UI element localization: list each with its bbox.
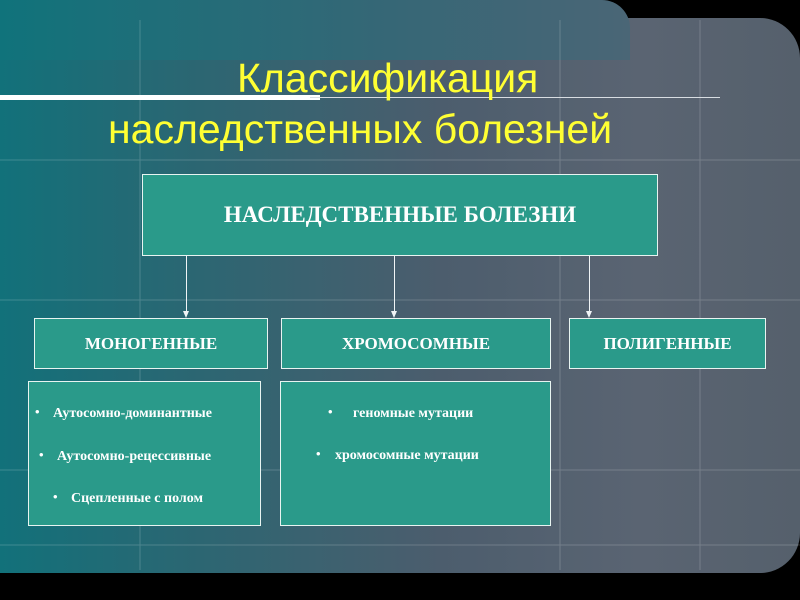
category-polygenic: ПОЛИГЕННЫЕ bbox=[569, 318, 766, 369]
bullet: • bbox=[39, 447, 44, 462]
bullet: • bbox=[35, 404, 40, 419]
slide-background-tab bbox=[0, 0, 630, 60]
bullet: • bbox=[328, 404, 333, 419]
connector-monogenic bbox=[186, 256, 187, 311]
slide-title-line-2: наследственных болезней bbox=[108, 106, 613, 152]
connector-polygenic bbox=[589, 256, 590, 311]
slide-title-line-1: Классификация bbox=[237, 55, 539, 101]
list-item: Сцепленные с полом bbox=[71, 491, 204, 506]
bullet: • bbox=[316, 446, 321, 461]
list-item: геномные мутации bbox=[353, 406, 474, 421]
chromosomal-list: • геномные мутации • хромосомные мутации bbox=[280, 381, 551, 526]
category-monogenic: МОНОГЕННЫЕ bbox=[34, 318, 268, 369]
list-item: хромосомные мутации bbox=[335, 448, 479, 463]
title-underline bbox=[0, 95, 320, 100]
list-item: Аутосомно-доминантные bbox=[53, 406, 212, 421]
title-rule bbox=[310, 97, 720, 98]
root-node: НАСЛЕДСТВЕННЫЕ БОЛЕЗНИ bbox=[142, 174, 658, 256]
category-chromosomal: ХРОМОСОМНЫЕ bbox=[281, 318, 551, 369]
arrowhead-monogenic bbox=[183, 311, 189, 318]
monogenic-list: • Аутосомно-доминантные • Аутосомно-реце… bbox=[28, 381, 261, 526]
connector-chromosomal bbox=[394, 256, 395, 311]
bullet: • bbox=[53, 489, 58, 504]
list-item: Аутосомно-рецессивные bbox=[57, 449, 212, 464]
arrowhead-polygenic bbox=[586, 311, 592, 318]
arrowhead-chromosomal bbox=[391, 311, 397, 318]
